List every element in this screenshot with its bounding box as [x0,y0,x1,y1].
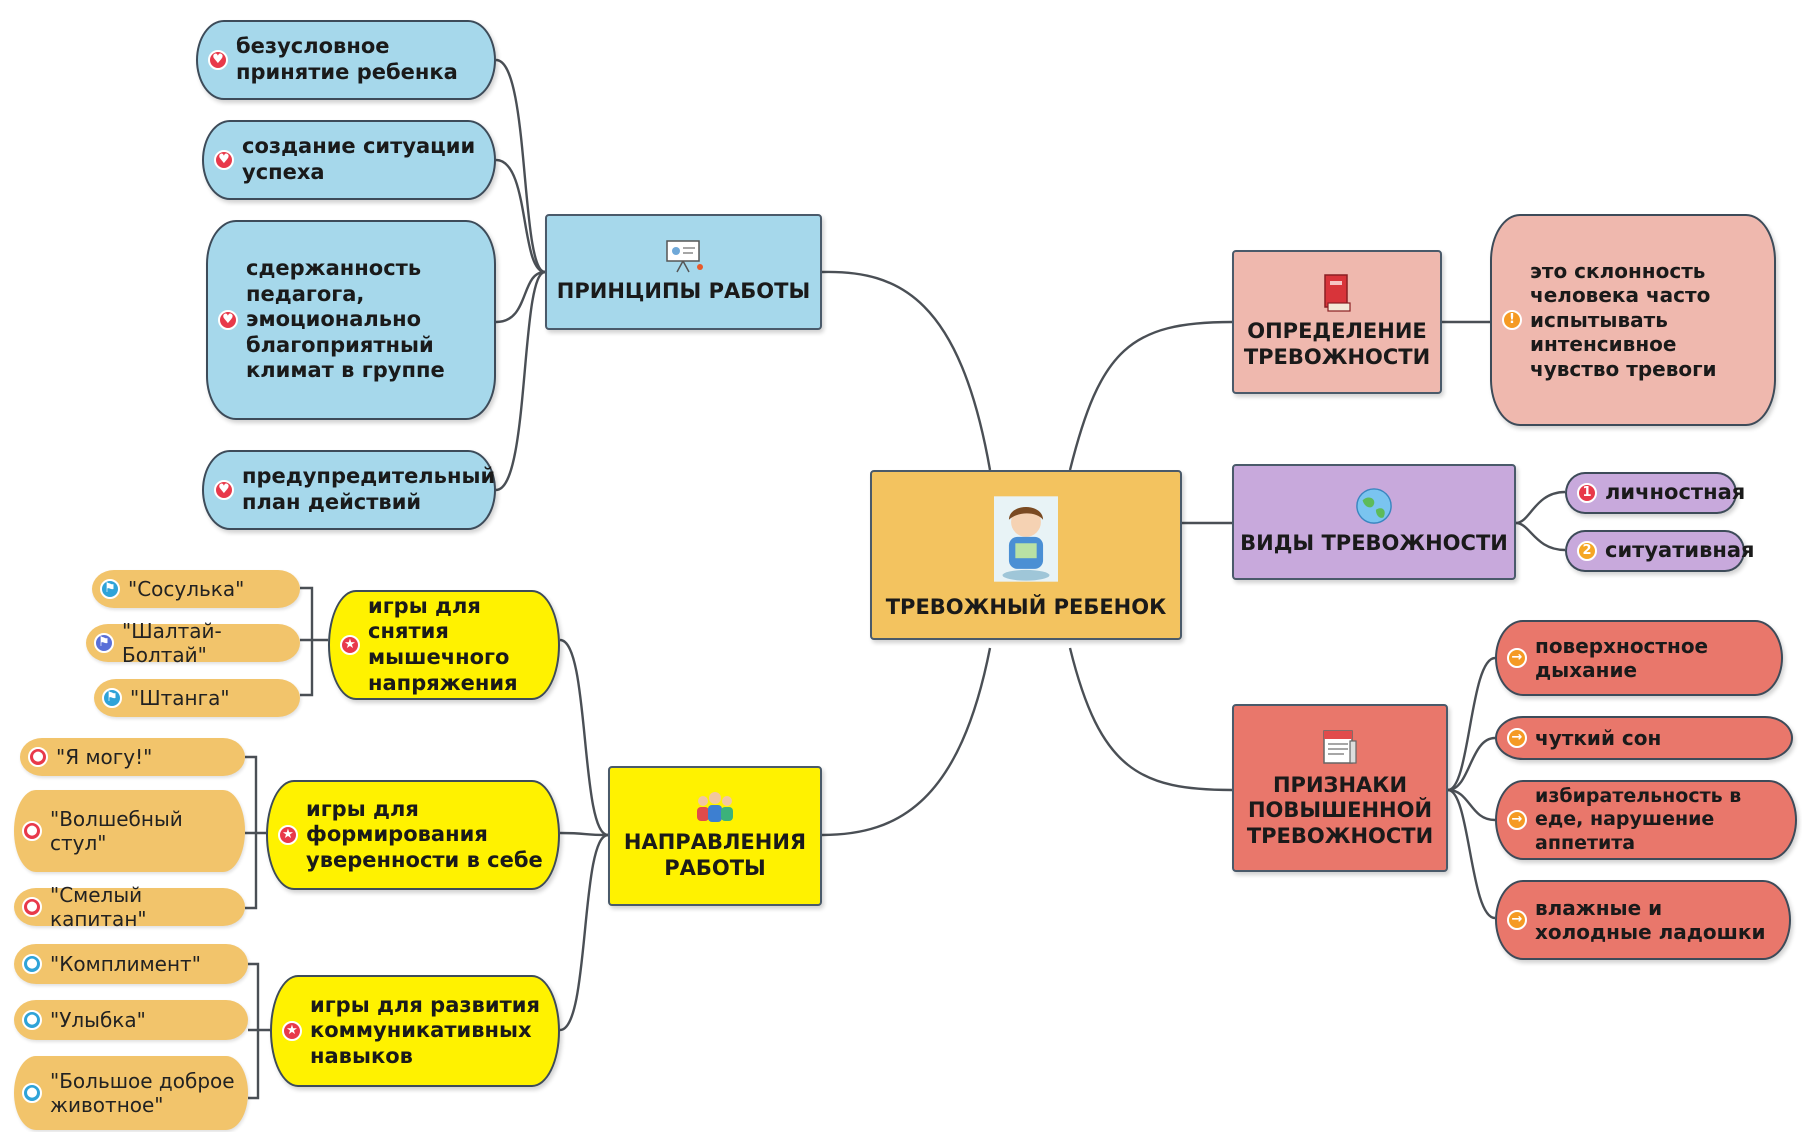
heart-marker-icon: ♥ [214,480,234,500]
topic-directions-label: НАПРАВЛЕНИЯ РАБОТЫ [623,830,807,880]
topic-principles-label: ПРИНЦИПЫ РАБОТЫ [556,279,811,304]
book-icon [1324,274,1351,312]
principle-item[interactable]: ♥ сдержанность педагога, эмоционально бл… [206,220,496,420]
person-marker-icon: ● [22,1083,42,1103]
sign-item[interactable]: → чуткий сон [1495,716,1793,760]
person-marker-icon: ● [22,897,42,917]
flag-marker-icon: ⚑ [94,633,114,653]
flag-marker-icon: ⚑ [100,579,120,599]
person-marker-icon: ● [22,1010,42,1030]
topic-types[interactable]: ВИДЫ ТРЕВОЖНОСТИ [1232,464,1516,580]
game-item[interactable]: ● "Волшебный стул" [14,790,245,872]
link-center-definition [1068,320,1233,471]
globe-icon [1356,488,1392,524]
topic-directions[interactable]: НАПРАВЛЕНИЯ РАБОТЫ [608,766,822,906]
definition-text[interactable]: ! это склонность человека часто испытыва… [1490,214,1776,426]
newspaper-icon [1323,729,1357,764]
central-topic-label: ТРЕВОЖНЫЙ РЕБЕНОК [885,595,1167,620]
person-marker-icon: ● [28,747,48,767]
topic-signs-label: ПРИЗНАКИ ПОВЫШЕННОЙ ТРЕВОЖНОСТИ [1246,772,1434,848]
person-marker-icon: ● [22,821,42,841]
direction-group[interactable]: ★ игры для развития коммуникативных навы… [270,975,560,1087]
star-marker-icon: ★ [278,825,298,845]
link-center-signs [1068,647,1233,792]
child-illustration-icon [994,496,1058,582]
link-center-principles [821,270,992,471]
principle-item[interactable]: ♥ предупредительный план действий [202,450,496,530]
game-item[interactable]: ⚑ "Сосулька" [92,570,300,608]
game-item[interactable]: ⚑ "Штанга" [94,679,300,717]
game-item[interactable]: ⚑ "Шалтай-Болтай" [86,619,300,667]
principle-item[interactable]: ♥ создание ситуации успеха [202,120,496,200]
arrow-marker-icon: → [1507,648,1527,668]
arrow-marker-icon: → [1507,728,1527,748]
central-topic[interactable]: ТРЕВОЖНЫЙ РЕБЕНОК [870,470,1182,640]
people-group-icon [697,792,733,823]
presentation-board-icon [665,240,703,273]
type-item[interactable]: 2 ситуативная [1565,530,1755,572]
person-marker-icon: ● [22,954,42,974]
priority-1-marker-icon: 1 [1577,483,1597,503]
sign-item[interactable]: → избирательность в еде, нарушение аппет… [1495,780,1797,860]
link-center-directions [821,647,992,837]
topic-definition-label: ОПРЕДЕЛЕНИЕ ТРЕВОЖНОСТИ [1243,319,1431,369]
arrow-marker-icon: → [1507,910,1527,930]
game-item[interactable]: ● "Комплимент" [14,944,248,984]
star-marker-icon: ★ [340,635,360,655]
game-item[interactable]: ● "Смелый капитан" [14,883,245,931]
principle-item[interactable]: ♥ безусловное принятие ребенка [196,20,496,100]
sign-item[interactable]: → влажные и холодные ладошки [1495,880,1791,960]
heart-marker-icon: ♥ [208,50,228,70]
arrow-marker-icon: → [1507,810,1527,830]
game-item[interactable]: ● "Улыбка" [14,1000,248,1040]
topic-principles[interactable]: ПРИНЦИПЫ РАБОТЫ [545,214,822,330]
star-marker-icon: ★ [282,1021,302,1041]
game-item[interactable]: ● "Я могу!" [20,738,245,776]
topic-definition[interactable]: ОПРЕДЕЛЕНИЕ ТРЕВОЖНОСТИ [1232,250,1442,394]
flag-marker-icon: ⚑ [102,688,122,708]
heart-marker-icon: ♥ [214,150,234,170]
type-item[interactable]: 1 личностная [1565,472,1745,514]
priority-marker-icon: ! [1502,310,1522,330]
sign-item[interactable]: → поверхностное дыхание [1495,620,1783,696]
direction-group[interactable]: ★ игры для формирования уверенности в се… [266,780,560,890]
direction-group[interactable]: ★ игры для снятия мышечного напряжения [328,590,560,700]
topic-signs[interactable]: ПРИЗНАКИ ПОВЫШЕННОЙ ТРЕВОЖНОСТИ [1232,704,1448,872]
game-item[interactable]: ● "Большое доброе животное" [14,1056,248,1130]
heart-marker-icon: ♥ [218,310,238,330]
topic-types-label: ВИДЫ ТРЕВОЖНОСТИ [1240,531,1508,556]
priority-2-marker-icon: 2 [1577,541,1597,561]
